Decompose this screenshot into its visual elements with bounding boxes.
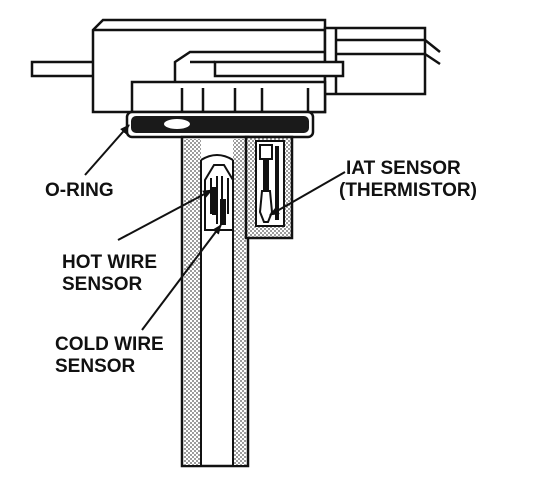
cold-wire-leader xyxy=(141,224,222,331)
hot-wire-sensor-label: SENSOR xyxy=(62,274,143,295)
cold-wire-label: COLD WIRE xyxy=(55,334,164,355)
hot-wire-label: HOT WIRE xyxy=(62,252,157,273)
iat-leader xyxy=(269,171,346,216)
iat-thermistor-label: (THERMISTOR) xyxy=(339,180,477,201)
connector-housing xyxy=(30,18,441,114)
cold-wire-sensor-label: SENSOR xyxy=(55,356,136,377)
hot-wire-leader xyxy=(117,189,213,241)
o-ring-label: O-RING xyxy=(45,180,114,201)
wire-element-block xyxy=(204,164,234,231)
o-ring-leader xyxy=(84,124,130,176)
iat-sensor-label: IAT SENSOR xyxy=(346,158,461,179)
iat-thermistor-housing xyxy=(244,135,294,240)
o-ring-band xyxy=(125,110,315,139)
leader-lines xyxy=(84,124,346,331)
